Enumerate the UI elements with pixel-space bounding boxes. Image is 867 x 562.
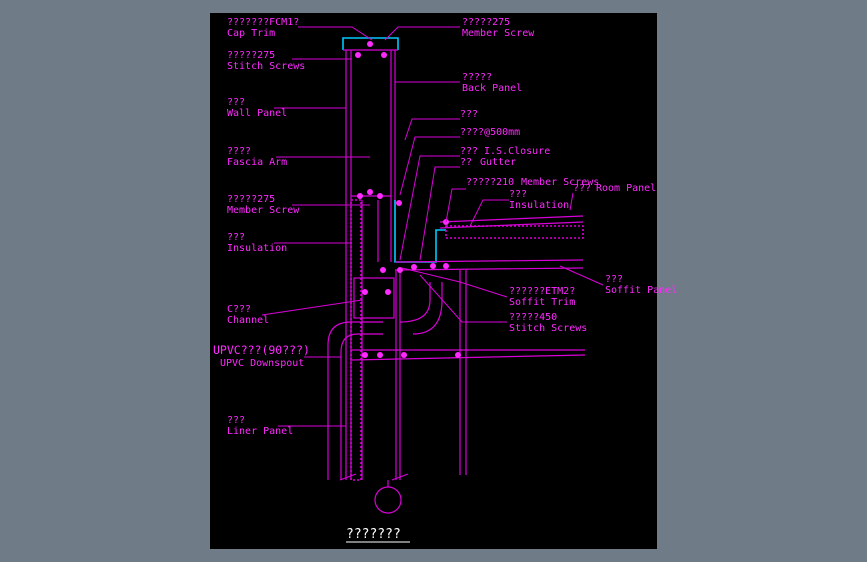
leader-line: [404, 118, 460, 141]
label-member-screw-cn: ?????275: [227, 194, 275, 205]
leader-line: [399, 136, 460, 196]
label-downspout-cn: UPVC???(90???): [213, 343, 310, 357]
label-room-panel-en: Room Panel: [596, 183, 656, 194]
break-mark: [339, 473, 357, 481]
label-back-panel-cn: ?????: [462, 72, 492, 83]
label-fascia-arm-en: Fascia Arm: [227, 157, 287, 168]
section-geometry: [327, 37, 586, 514]
gutter-outline: [394, 200, 446, 263]
screw-marker: [411, 264, 417, 270]
label-insulation-r-en: Insulation: [509, 200, 569, 211]
label-soffit-trim-en: Soffit Trim: [509, 297, 575, 308]
label-gutter-en: Gutter: [480, 157, 516, 168]
label-member-screw-en: Member Screw: [227, 205, 300, 216]
label-member-screw-r-en: Member Screw: [462, 28, 535, 39]
channel-section: [353, 277, 395, 319]
labels-right: ?????275 Member Screw ????? Back Panel ?…: [460, 17, 677, 334]
screw-marker: [397, 267, 403, 273]
label-is-closure-cn: ???: [460, 146, 478, 157]
label-soffit-trim-cn: ??????ETM2?: [509, 286, 575, 297]
leader-line: [298, 26, 373, 41]
leader-line: [399, 155, 460, 261]
label-channel-cn: C???: [227, 304, 251, 315]
screw-marker: [380, 267, 386, 273]
beam-line: [350, 354, 586, 361]
leader-line: [401, 267, 508, 298]
leader-line: [569, 192, 574, 211]
labels-left: ???????FCM1? Cap Trim ?????275 Stitch Sc…: [213, 17, 310, 437]
downspout-inner: [340, 333, 383, 480]
label-downspout-en: UPVC Downspout: [220, 358, 304, 369]
label-unnamed-1-cn: ???: [460, 109, 478, 120]
screw-marker: [357, 193, 363, 199]
soffit-line: [394, 267, 584, 271]
screw-marker: [367, 41, 373, 47]
label-room-panel-cn: ???: [573, 183, 591, 194]
fasteners: [355, 41, 461, 358]
screw-marker: [377, 193, 383, 199]
leader-line: [469, 199, 509, 227]
leader-line: [384, 26, 460, 41]
screw-marker: [381, 52, 387, 58]
label-insulation-en: Insulation: [227, 243, 287, 254]
screw-marker: [396, 200, 402, 206]
screw-marker: [377, 352, 383, 358]
label-spacing-cn: ????@500mm: [460, 127, 520, 138]
downspout-head: [412, 282, 443, 335]
label-member-screws-cn: ?????210: [466, 177, 514, 188]
screw-marker: [385, 289, 391, 295]
label-insulation-cn: ???: [227, 232, 245, 243]
soffit-line: [394, 259, 584, 263]
downspout-outer: [327, 321, 383, 480]
label-member-screws-en: Member Screws: [521, 177, 599, 188]
roof-panel-top: [439, 215, 584, 223]
label-is-closure-en: I.S.Closure: [484, 146, 550, 157]
screw-marker: [430, 263, 436, 269]
downspout-head: [399, 282, 431, 323]
label-stitch-screws-r-en: Stitch Screws: [509, 323, 587, 334]
screw-marker: [401, 352, 407, 358]
label-fascia-arm-cn: ????: [227, 146, 251, 157]
roof-insulation: [445, 225, 584, 239]
break-mark: [391, 473, 409, 481]
screw-marker: [362, 289, 368, 295]
screw-marker: [443, 263, 449, 269]
leader-lines: [261, 26, 604, 427]
label-cap-trim-en: Cap Trim: [227, 28, 275, 39]
drawing-sheet: [210, 13, 657, 549]
label-stitch-screws-r-cn: ?????450: [509, 312, 557, 323]
section-callout: [374, 486, 402, 514]
label-soffit-panel-en: Soffit Panel: [605, 285, 677, 296]
label-wall-panel-en: Wall Panel: [227, 108, 287, 119]
label-channel-en: Channel: [227, 315, 269, 326]
label-member-screw-r-cn: ?????275: [462, 17, 510, 28]
roof-panel-line: [439, 221, 584, 229]
leader-line: [261, 299, 363, 316]
leader-line: [419, 274, 507, 323]
leader-line: [419, 166, 460, 261]
leader-line: [559, 265, 604, 286]
label-back-panel-en: Back Panel: [462, 83, 522, 94]
label-cap-trim-cn: ???????FCM1?: [227, 17, 299, 28]
label-stitch-screws-en: Stitch Screws: [227, 61, 305, 72]
screw-marker: [455, 352, 461, 358]
label-insulation-r-cn: ???: [509, 189, 527, 200]
label-liner-panel-cn: ???: [227, 415, 245, 426]
screw-marker: [355, 52, 361, 58]
insulation-band: [350, 199, 362, 481]
label-liner-panel-en: Liner Panel: [227, 426, 293, 437]
drawing-title: ???????: [346, 527, 401, 542]
label-wall-panel-cn: ???: [227, 97, 245, 108]
screw-marker: [367, 189, 373, 195]
label-soffit-panel-cn: ???: [605, 274, 623, 285]
screw-marker: [362, 352, 368, 358]
label-stitch-screws-cn: ?????275: [227, 50, 275, 61]
cap-trim: [342, 37, 399, 50]
leader-line: [445, 188, 466, 223]
label-gutter-cn: ??: [460, 157, 472, 168]
